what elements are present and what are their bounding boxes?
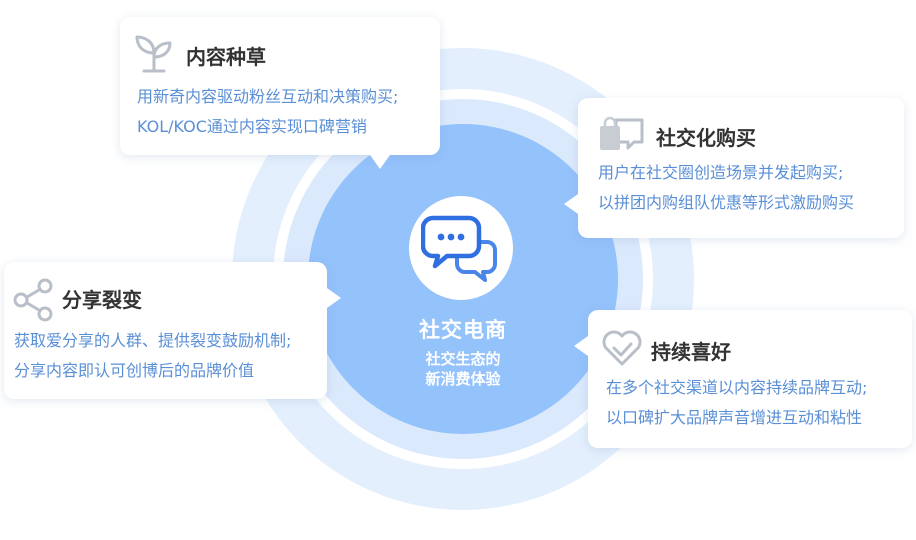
card-share-fission: 分享裂变 获取爱分享的人群、提供裂变鼓励机制; 分享内容即认可创博后的品牌价值 [4, 262, 341, 399]
description-line: 用新奇内容驱动粉丝互动和决策购买; [137, 87, 399, 106]
card-title: 分享裂变 [62, 288, 142, 312]
share-icon [13, 278, 53, 322]
description-line: 分享内容即认可创博后的品牌价值 [14, 361, 255, 380]
card-description: 在多个社交渠道以内容持续品牌互动; 以口碑扩大品牌声音增进互动和粘性 [606, 373, 867, 433]
card-content-seeding: 内容种草 用新奇内容驱动粉丝互动和决策购买; KOL/KOC通过内容实现口碑营销 [120, 17, 440, 169]
heart-icon [602, 330, 642, 366]
card-description: 用户在社交圈创造场景并发起购买; 以拼团内购组队优惠等形式激励购买 [598, 158, 854, 218]
description-line: KOL/KOC通过内容实现口碑营销 [137, 117, 367, 136]
card-pointer [574, 336, 588, 356]
description-line: 获取爱分享的人群、提供裂变鼓励机制; [14, 331, 292, 350]
center-title: 社交电商 [419, 318, 507, 342]
center-subtitle: 社交生态的 新消费体验 [363, 349, 563, 389]
card-pointer [370, 155, 390, 169]
center-subtitle-line: 新消费体验 [425, 370, 501, 388]
card-pointer [564, 194, 578, 214]
description-line: 以拼团内购组队优惠等形式激励购买 [598, 193, 855, 212]
card-description: 用新奇内容驱动粉丝互动和决策购买; KOL/KOC通过内容实现口碑营销 [137, 82, 398, 142]
card-social-buying: 社交化购买 用户在社交圈创造场景并发起购买; 以拼团内购组队优惠等形式激励购买 [564, 98, 904, 238]
card-description: 获取爱分享的人群、提供裂变鼓励机制; 分享内容即认可创博后的品牌价值 [14, 326, 291, 386]
description-line: 以口碑扩大品牌声音增进互动和粘性 [606, 408, 863, 427]
card-title: 持续喜好 [651, 340, 731, 364]
description-line: 用户在社交圈创造场景并发起购买; [598, 163, 844, 182]
center-icon-disc [409, 196, 513, 300]
card-continued-preference: 持续喜好 在多个社交渠道以内容持续品牌互动; 以口碑扩大品牌声音增进互动和粘性 [574, 310, 912, 448]
chat-bubbles-icon [421, 215, 497, 282]
sprout-icon [135, 35, 172, 73]
card-title: 社交化购买 [656, 126, 756, 150]
center-subtitle-line: 社交生态的 [425, 350, 501, 368]
shopping-chat-icon [600, 116, 644, 150]
card-title: 内容种草 [186, 45, 266, 69]
description-line: 在多个社交渠道以内容持续品牌互动; [606, 378, 868, 397]
card-pointer [327, 288, 341, 308]
